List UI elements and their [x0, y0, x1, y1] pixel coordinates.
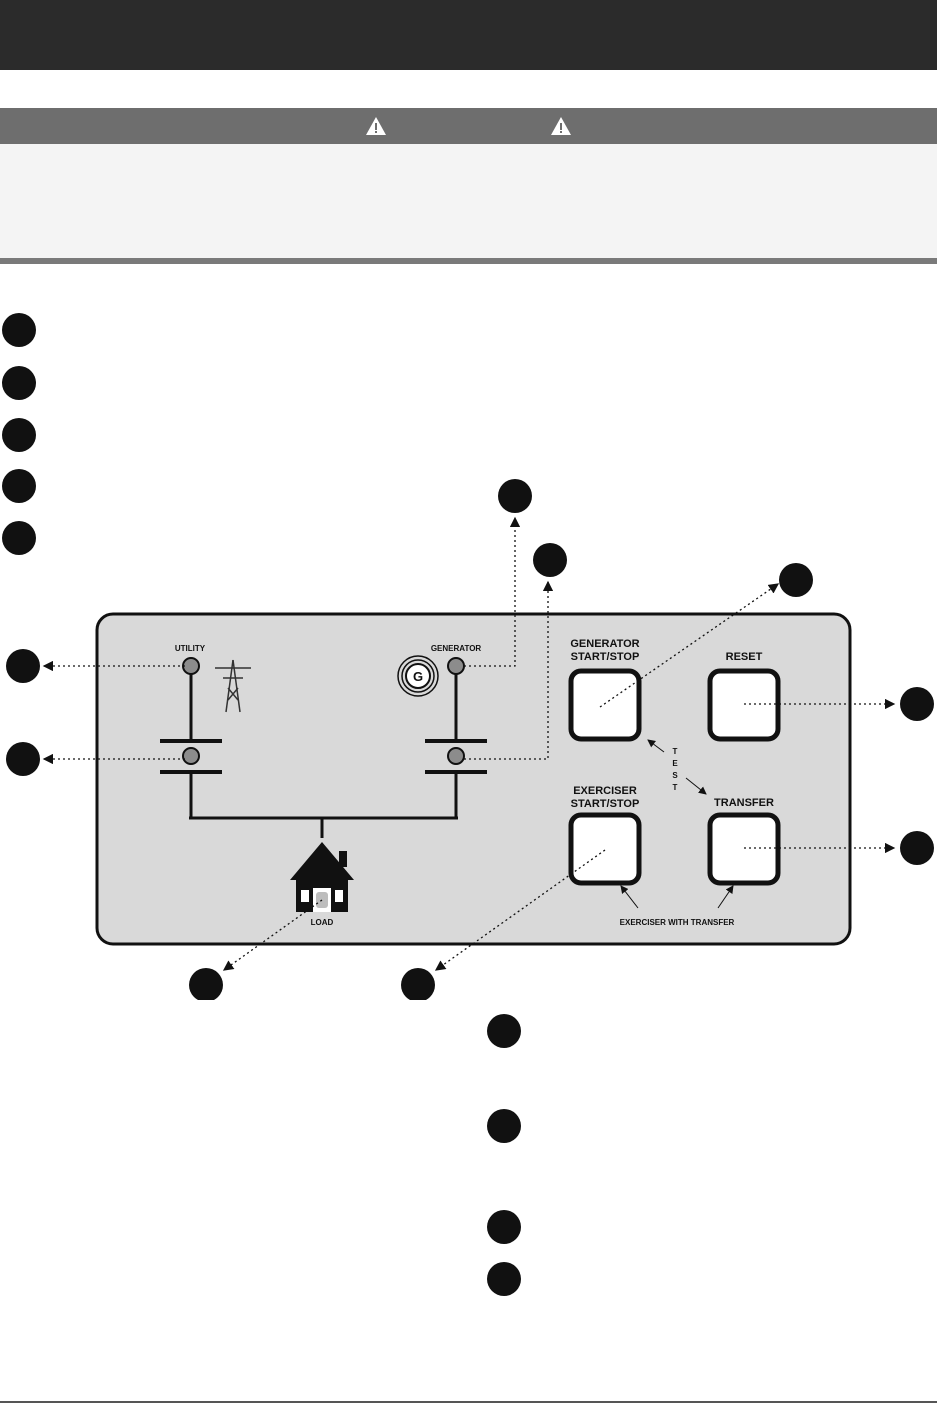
generator-icon: G [397, 655, 439, 697]
test-letter: S [672, 771, 678, 780]
test-letter: T [673, 783, 678, 792]
callout-bullet [6, 742, 40, 776]
generator-available-led [447, 657, 465, 675]
callout-bullet [487, 1262, 521, 1296]
callout-bullet [900, 687, 934, 721]
transfer-label: TRANSFER [714, 797, 774, 809]
callout-bullet [900, 831, 934, 865]
warning-bottom-rule [0, 258, 937, 264]
load-label: LOAD [311, 918, 334, 927]
control-panel-diagram: UTILITY G GENERATOR LOAD [6, 479, 934, 1000]
utility-position-led [182, 747, 200, 765]
exerciser-label-2: START/STOP [571, 798, 640, 810]
gen-start-stop-label-1: GENERATOR [570, 638, 639, 650]
warning-body [0, 144, 937, 258]
warning-header-bar [0, 108, 937, 144]
exerciser-start-stop-button[interactable] [568, 812, 642, 886]
callout-bullet [2, 521, 36, 555]
callout-bullet [487, 1210, 521, 1244]
page-bottom-rule [0, 1401, 937, 1403]
gen-start-stop-label-2: START/STOP [571, 651, 640, 663]
callout-bullet [2, 366, 36, 400]
test-letter: T [673, 747, 678, 756]
callout-bullet [498, 479, 532, 513]
utility-available-led [182, 657, 200, 675]
exerciser-label-1: EXERCISER [573, 785, 637, 797]
callout-bullet [779, 563, 813, 597]
callout-bullet [189, 968, 223, 1000]
generator-label: GENERATOR [431, 644, 482, 653]
callout-bullet [6, 649, 40, 683]
utility-label: UTILITY [175, 644, 206, 653]
callout-bullet [401, 968, 435, 1000]
warning-triangle-icon [551, 117, 571, 135]
callout-bullet [533, 543, 567, 577]
callout-bullet [487, 1014, 521, 1048]
callout-bullet [2, 418, 36, 452]
reset-label: RESET [726, 651, 763, 663]
callout-bullet [487, 1109, 521, 1143]
panel-face [95, 612, 852, 946]
transmission-tower-icon [215, 659, 251, 713]
reset-button[interactable] [707, 668, 781, 742]
generator-position-led [447, 747, 465, 765]
generator-start-stop-button[interactable] [568, 668, 642, 742]
callout-bullet [2, 313, 36, 347]
callout-bullet [2, 469, 36, 503]
warning-triangle-icon [366, 117, 386, 135]
test-letter: E [672, 759, 678, 768]
svg-text:G: G [413, 669, 423, 684]
page-header-bar [0, 0, 937, 70]
exerciser-with-transfer-label: EXERCISER WITH TRANSFER [620, 918, 735, 927]
transfer-button[interactable] [707, 812, 781, 886]
